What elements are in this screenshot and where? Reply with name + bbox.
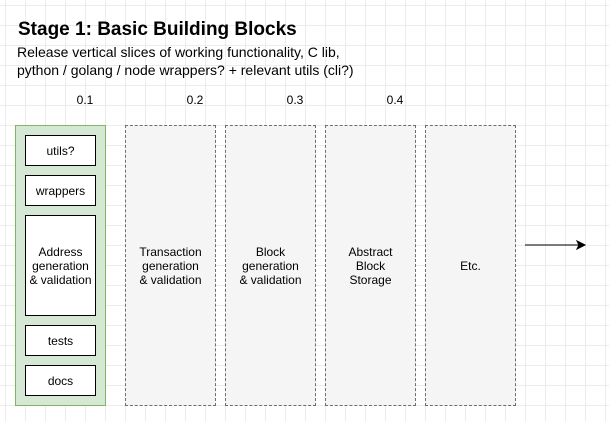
address-generation-block-label: Address generation & validation — [29, 244, 92, 287]
subtitle-line-1: Release vertical slices of working funct… — [17, 44, 340, 60]
tests-block-label: tests — [47, 333, 74, 348]
diagram-title: Stage 1: Basic Building Blocks — [18, 19, 297, 40]
subtitle-line-2: python / golang / node wrappers? + relev… — [17, 62, 354, 78]
continue-arrow-icon — [525, 239, 587, 251]
tests-block[interactable]: tests — [25, 325, 96, 356]
docs-block-label: docs — [47, 373, 74, 388]
wrappers-block[interactable]: wrappers — [25, 175, 96, 206]
wrappers-block-label: wrappers — [35, 183, 86, 198]
utils-block-label: utils? — [46, 143, 75, 158]
stage-0-2-label: Transaction generation & validation — [139, 244, 202, 287]
stage-etc-label: Etc. — [460, 258, 481, 273]
stage-0-4-storage[interactable]: Abstract Block Storage — [325, 125, 416, 406]
utils-block[interactable]: utils? — [25, 135, 96, 166]
address-generation-block[interactable]: Address generation & validation — [25, 215, 96, 316]
version-label-0-4: 0.4 — [386, 93, 404, 107]
diagram-subtitle: Release vertical slices of working funct… — [17, 43, 437, 79]
stage-etc[interactable]: Etc. — [425, 125, 516, 406]
version-label-0-2: 0.2 — [186, 93, 204, 107]
version-label-0-3: 0.3 — [286, 93, 304, 107]
stage-0-4-label: Abstract Block Storage — [348, 244, 393, 287]
stage-0-3-block[interactable]: Block generation & validation — [225, 125, 316, 406]
stage-0-2-transaction[interactable]: Transaction generation & validation — [125, 125, 216, 406]
stage-0-3-label: Block generation & validation — [239, 244, 302, 287]
docs-block[interactable]: docs — [25, 365, 96, 396]
version-label-0-1: 0.1 — [76, 93, 94, 107]
